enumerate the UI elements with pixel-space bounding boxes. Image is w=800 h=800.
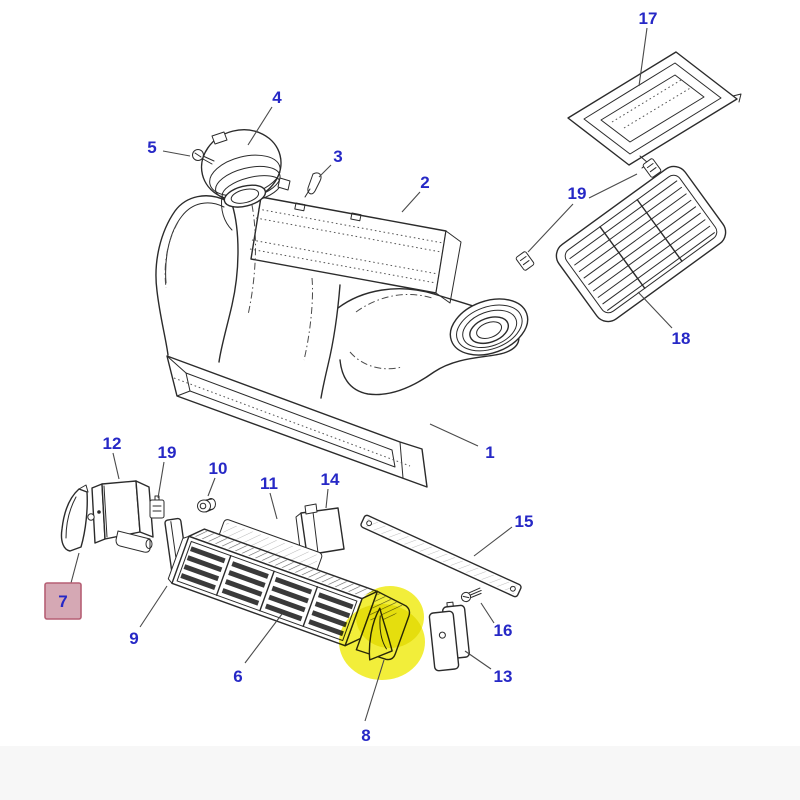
callout-1: 1 <box>485 443 494 462</box>
grille-slats <box>180 546 354 637</box>
part-19-clip-middle <box>515 251 535 271</box>
part-19-clip-lower <box>149 495 165 519</box>
part-7-side-wedge <box>60 484 95 552</box>
motor-mount-lug <box>211 131 228 145</box>
callout-19-upper: 19 <box>568 184 587 203</box>
callout-18: 18 <box>672 329 691 348</box>
part-5-screw <box>192 149 215 165</box>
callout-2: 2 <box>420 173 429 192</box>
part-1-heater-housing <box>155 195 529 488</box>
callout-11: 11 <box>260 474 278 493</box>
part-15-support-strap <box>360 514 522 598</box>
leader-lines <box>70 27 673 722</box>
part-19-clip-upper <box>642 158 662 178</box>
callout-3: 3 <box>333 147 342 166</box>
callout-10: 10 <box>209 459 228 478</box>
callout-4: 4 <box>272 88 282 107</box>
callout-7: 7 <box>58 592 67 611</box>
callout-12: 12 <box>103 434 122 453</box>
part-2-top-cover <box>249 196 462 304</box>
callout-13: 13 <box>494 667 513 686</box>
callout-9: 9 <box>129 629 138 648</box>
part-16-screw <box>460 587 482 603</box>
part-18-vent-grille <box>555 165 727 323</box>
callout-19-lower: 19 <box>158 443 177 462</box>
part-12-bracket <box>91 480 154 553</box>
part-3-clip <box>304 172 322 198</box>
part-13-end-bracket <box>428 601 470 672</box>
callout-8: 8 <box>361 726 370 745</box>
callout-5: 5 <box>147 138 156 157</box>
callout-7-boxed: 7 <box>44 582 82 620</box>
part-8-yellow-highlight <box>339 586 425 680</box>
part-10-nut <box>197 498 216 513</box>
callout-14: 14 <box>321 470 340 489</box>
callout-17: 17 <box>639 9 658 28</box>
part-7-pivot-pin <box>87 513 95 521</box>
callout-15: 15 <box>515 512 534 531</box>
callout-labels: 4 5 3 2 17 19 18 1 12 19 10 11 14 15 7 9… <box>44 9 691 745</box>
callout-6: 6 <box>233 667 242 686</box>
bottom-shading-band <box>0 746 800 800</box>
part-17-vent-frame <box>567 51 742 169</box>
part-4-blower-motor <box>200 129 291 208</box>
part-14-duct-box <box>295 503 345 557</box>
callout-16: 16 <box>494 621 513 640</box>
callout-7-highlight-box <box>44 582 82 620</box>
